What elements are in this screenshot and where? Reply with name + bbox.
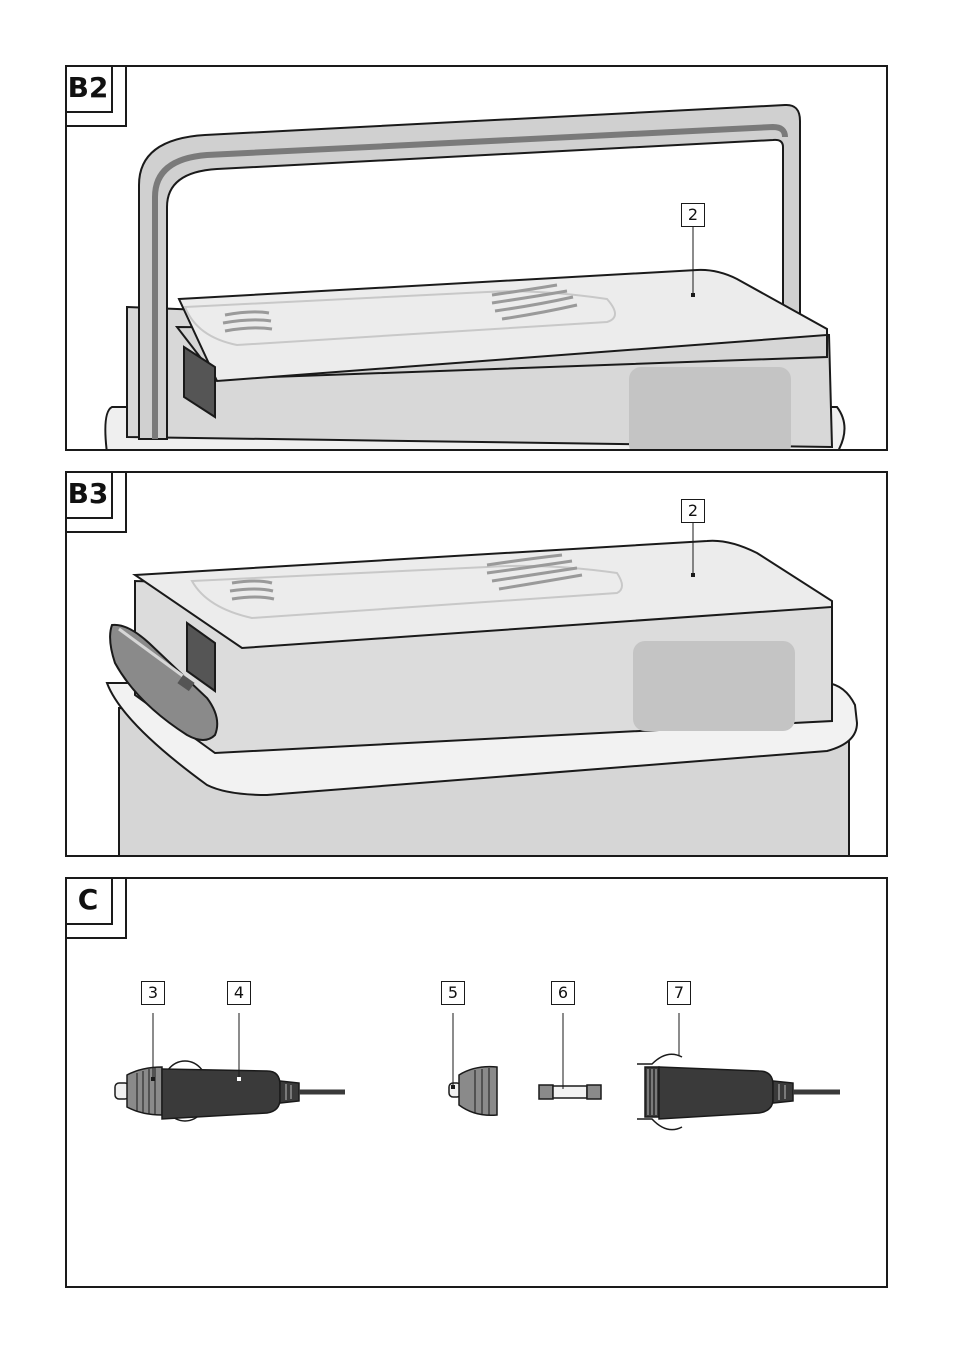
callout-part-6: 6	[551, 981, 575, 1005]
assembled-plug-illustration	[115, 1013, 345, 1121]
plug-cap-illustration	[449, 1013, 497, 1115]
cooler-with-handle-down-illustration	[67, 473, 888, 857]
panel-label-c: C	[65, 877, 113, 925]
plug-parts-illustration	[67, 879, 888, 1288]
panel-tag-c: C	[65, 877, 127, 939]
panel-b2: B2 2	[65, 65, 888, 451]
callout-part-7: 7	[667, 981, 691, 1005]
fuse-illustration	[539, 1013, 601, 1099]
callout-part-3: 3	[141, 981, 165, 1005]
plug-body-illustration	[637, 1013, 840, 1130]
panel-c: C	[65, 877, 888, 1288]
callout-lid-2: 2	[681, 499, 705, 523]
panel-b3: B3 2	[65, 471, 888, 857]
callout-part-4: 4	[227, 981, 251, 1005]
panel-label-b2: B2	[65, 65, 113, 113]
panel-label-b3: B3	[65, 471, 113, 519]
cooler-with-handle-up-illustration	[67, 67, 888, 451]
callout-part-5: 5	[441, 981, 465, 1005]
panel-tag-b2: B2	[65, 65, 127, 127]
panel-tag-b3: B3	[65, 471, 127, 533]
callout-lid-2: 2	[681, 203, 705, 227]
